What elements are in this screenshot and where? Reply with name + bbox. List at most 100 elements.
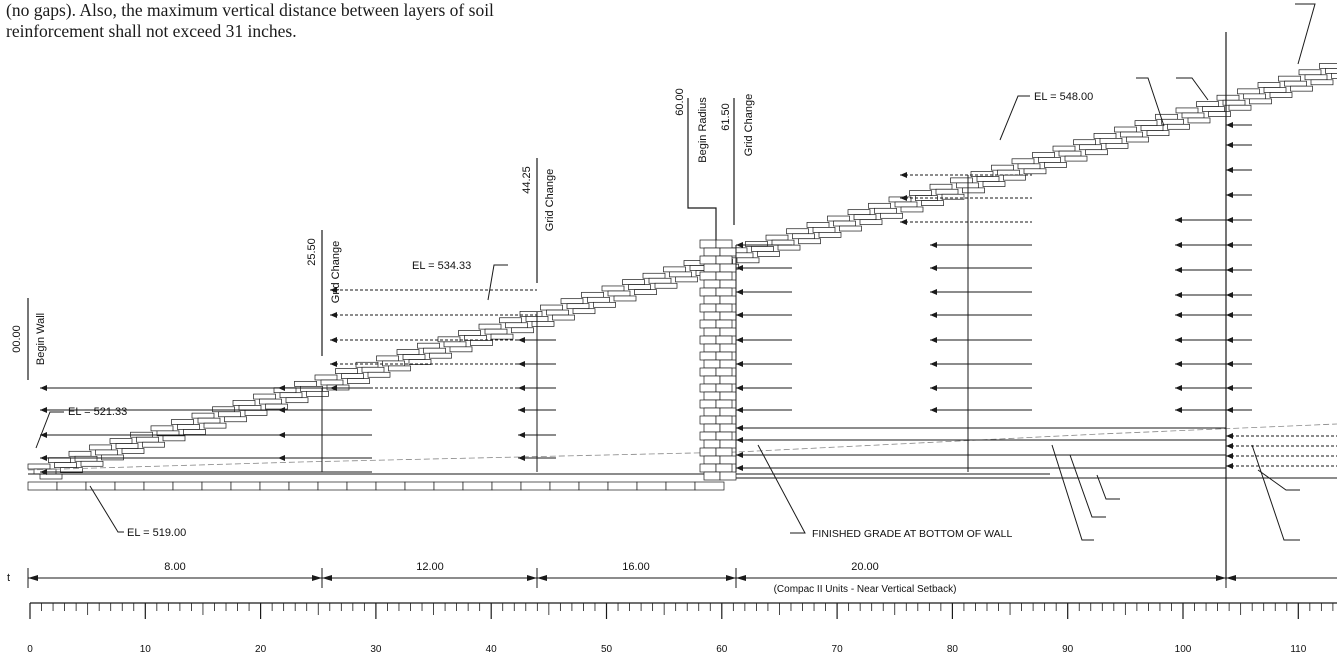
wall-block [1052, 145, 1076, 152]
reinforcement-arrow [330, 385, 337, 391]
wall-block [142, 441, 165, 448]
wall-block [1243, 93, 1266, 100]
reinforcement-arrow [278, 385, 285, 391]
reinforcement-arrow [518, 432, 525, 438]
radius-block [699, 239, 717, 249]
base-block [578, 481, 609, 491]
radius-block [715, 463, 733, 473]
reinforcement-arrow [40, 385, 47, 391]
wall-block [654, 282, 678, 289]
wall-block [499, 317, 522, 324]
reinforcement-arrow [1226, 337, 1233, 343]
radius-block [719, 423, 737, 433]
wall-block [929, 183, 953, 190]
wall-block [1319, 63, 1337, 69]
station-markers [27, 32, 1227, 580]
reinforcement-arrow [1226, 453, 1233, 459]
wall-block [806, 222, 830, 228]
wall-block [771, 239, 795, 246]
wall-block [341, 373, 364, 379]
intro-line-2: reinforcement shall not exceed 31 inches… [6, 21, 297, 41]
wall-block [601, 285, 625, 292]
reinforcement-arrow [518, 407, 525, 413]
wall-block [423, 347, 446, 354]
wall-block [874, 207, 897, 214]
wall-block [628, 284, 651, 290]
wall-block [607, 290, 631, 297]
radius-block [699, 287, 717, 297]
wall-block [519, 311, 543, 317]
wall-block [1161, 118, 1184, 125]
reinforcement-arrow [1175, 407, 1182, 413]
station-grid-change-2-value: 44.25 [521, 166, 533, 194]
radius-block [719, 455, 737, 465]
ruler-label: 50 [601, 644, 613, 655]
wall-block [326, 384, 350, 391]
intro-text: (no gaps). Also, the maximum vertical di… [6, 0, 526, 42]
callout-leader-upper [1136, 77, 1165, 127]
wall-block [376, 355, 399, 362]
reinforcement-arrow [278, 455, 285, 461]
wall-block [470, 340, 493, 346]
wall-block [566, 303, 590, 310]
dimension-segment-4: 20.00 [851, 561, 879, 573]
station-begin-radius-label: Begin Radius [697, 97, 709, 163]
wall-block [1064, 155, 1088, 162]
finished-grade-label: FINISHED GRADE AT BOTTOM OF WALL [812, 528, 1012, 540]
reinforcement-arrow [1175, 337, 1182, 343]
radius-block [719, 311, 737, 321]
reinforcement-arrow [930, 265, 937, 271]
base-block [288, 481, 319, 491]
dimension-segment-1: 8.00 [164, 561, 185, 573]
wall-block [388, 365, 411, 372]
el-534-label: EL = 534.33 [412, 260, 471, 272]
wall-block [490, 333, 514, 340]
reinforcement-arrow [736, 265, 743, 271]
reinforcement-arrow [900, 219, 907, 225]
radius-block [699, 367, 717, 377]
reinforcement-arrow [1226, 443, 1233, 449]
radius-block [719, 407, 737, 417]
wall-block [1105, 143, 1129, 149]
el-519-leader [89, 485, 124, 533]
dimension-note: (Compac II Units - Near Vertical Setback… [774, 584, 957, 595]
base-block [56, 481, 87, 491]
reinforcement-arrow [1226, 292, 1233, 298]
callout-leader-lower-1 [1096, 474, 1120, 500]
reinforcement-arrow [40, 432, 47, 438]
wall-block [736, 257, 760, 264]
radius-block [703, 455, 721, 465]
station-grid-change-3-value: 61.50 [720, 103, 732, 131]
reinforcement-arrow [1175, 312, 1182, 318]
wall-block [1099, 138, 1123, 144]
callout-leader-top-right [1295, 3, 1316, 65]
el-548-label: EL = 548.00 [1034, 91, 1093, 103]
wall-block [1202, 106, 1225, 112]
wall-block [458, 330, 481, 336]
reinforcement-arrow [900, 195, 907, 201]
wall-block [634, 289, 657, 295]
wall-block [1038, 157, 1061, 163]
base-block [694, 481, 725, 491]
wall-block [1073, 139, 1096, 146]
station-grid-change-1-value: 25.50 [306, 238, 318, 266]
reinforcement-arrow [736, 465, 743, 471]
radius-block [703, 471, 721, 481]
radius-block [715, 351, 733, 361]
wall-block [675, 276, 698, 283]
wall-block [847, 209, 871, 216]
radius-block [703, 439, 721, 449]
base-block [230, 481, 261, 491]
wall-block [382, 360, 405, 367]
wall-block [1093, 133, 1117, 139]
wall-block [765, 234, 789, 241]
wall-block [396, 349, 420, 355]
wall-block [976, 176, 1000, 182]
radius-block [719, 359, 737, 369]
wall-block [191, 412, 215, 419]
wall-block [622, 279, 645, 285]
wall-block [1304, 74, 1328, 81]
reinforcement-arrow [736, 407, 743, 413]
wall-block [478, 323, 502, 330]
wall-block [798, 238, 821, 245]
